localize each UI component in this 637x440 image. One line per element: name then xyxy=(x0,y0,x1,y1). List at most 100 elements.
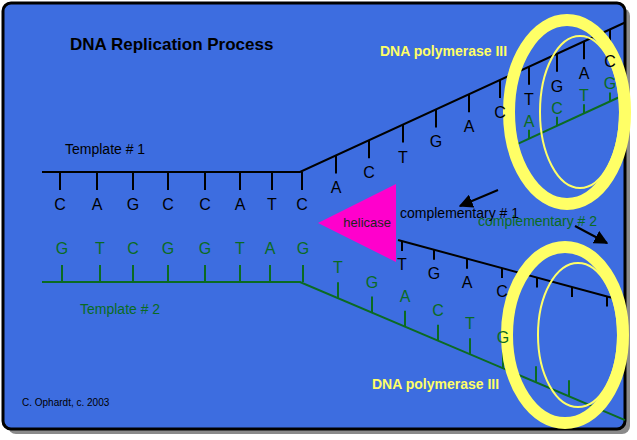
base-tick xyxy=(528,67,530,85)
base-tick xyxy=(535,366,537,382)
base-letter: C xyxy=(296,196,308,214)
base-letter: G xyxy=(430,134,442,152)
base-letter: C xyxy=(432,302,444,320)
base-letter: G xyxy=(56,240,68,258)
base-tick xyxy=(556,117,558,126)
strand-backbone xyxy=(42,282,625,420)
strand-label: complementary # 1 xyxy=(400,206,519,221)
base-letter: T xyxy=(267,196,277,214)
node-text: helicase xyxy=(343,216,391,230)
base-letter: T xyxy=(333,259,343,277)
base-letter: C xyxy=(496,283,508,301)
base-tick xyxy=(99,265,101,282)
base-letter: G xyxy=(297,240,309,258)
base-tick xyxy=(132,265,134,282)
strand-label: Template # 1 xyxy=(65,142,145,157)
base-letter: C xyxy=(127,240,139,258)
base-tick xyxy=(583,41,585,59)
base-tick xyxy=(204,265,206,282)
base-tick xyxy=(167,172,169,190)
base-tick xyxy=(96,172,98,190)
background-panel xyxy=(3,3,625,429)
base-letter: G xyxy=(199,240,211,258)
base-tick xyxy=(335,155,337,173)
base-tick xyxy=(371,297,373,313)
base-letter: G xyxy=(551,78,563,96)
base-tick xyxy=(269,265,271,282)
base-tick xyxy=(61,265,63,282)
base-tick xyxy=(433,250,435,260)
base-letter: G xyxy=(604,76,616,94)
base-letter: C xyxy=(363,164,375,182)
base-tick xyxy=(337,282,339,298)
credit-note: C. Ophardt, c. 2003 xyxy=(22,397,109,408)
base-tick xyxy=(59,172,61,190)
diagram-title: DNA Replication Process xyxy=(70,36,273,55)
base-tick xyxy=(204,172,206,190)
triangle-outline xyxy=(318,184,396,262)
base-letter: A xyxy=(92,196,103,214)
base-tick xyxy=(239,265,241,282)
base-tick xyxy=(404,311,406,327)
enzyme-label: DNA polymerase III xyxy=(372,377,499,392)
base-tick xyxy=(583,104,585,113)
base-letter: T xyxy=(398,149,408,167)
base-tick xyxy=(609,92,611,101)
base-letter: T xyxy=(95,240,105,258)
base-letter: T xyxy=(465,315,475,333)
base-letter: C xyxy=(604,54,616,72)
base-tick xyxy=(132,172,134,190)
base-tick xyxy=(468,94,470,112)
base-letter: A xyxy=(462,274,473,292)
base-tick xyxy=(239,172,241,190)
base-letter: A xyxy=(265,240,276,258)
base-letter: C xyxy=(494,104,506,122)
base-tick xyxy=(402,125,404,143)
strand-backbone xyxy=(42,23,625,173)
base-letter: T xyxy=(524,91,534,109)
helicase-triangle: helicase xyxy=(318,184,396,262)
base-tick xyxy=(466,259,468,269)
base-tick xyxy=(556,54,558,72)
base-letter: C xyxy=(199,196,211,214)
base-letter: G xyxy=(162,240,174,258)
base-tick xyxy=(368,140,370,158)
base-letter: T xyxy=(235,240,245,258)
base-tick xyxy=(301,172,303,190)
base-letter: G xyxy=(127,196,139,214)
polymerase-ring xyxy=(507,247,623,423)
base-letter: A xyxy=(524,113,535,131)
base-letter: A xyxy=(331,180,342,198)
base-tick xyxy=(571,287,573,297)
base-tick xyxy=(499,80,501,98)
base-tick xyxy=(302,265,304,282)
base-tick xyxy=(167,265,169,282)
base-letter: G xyxy=(366,274,378,292)
base-tick xyxy=(501,268,503,278)
base-tick xyxy=(435,109,437,127)
direction-arrow xyxy=(460,190,498,206)
base-letter: A xyxy=(579,66,590,84)
base-letter: A xyxy=(464,118,475,136)
base-tick xyxy=(469,338,471,354)
base-tick xyxy=(401,241,403,251)
enzyme-label: DNA polymerase III xyxy=(380,44,507,59)
polymerase-ring-inner xyxy=(538,263,618,407)
base-letter: G xyxy=(497,329,509,347)
polymerase-ring xyxy=(509,20,625,204)
base-letter: G xyxy=(428,265,440,283)
base-letter: A xyxy=(400,288,411,306)
base-letter: C xyxy=(551,100,563,118)
dna-strands xyxy=(42,23,625,421)
base-letter: T xyxy=(579,88,589,106)
base-letter: A xyxy=(235,196,246,214)
polymerase-ring-inner xyxy=(540,36,620,188)
base-tick xyxy=(568,380,570,396)
base-letter: T xyxy=(397,256,407,274)
base-letter: C xyxy=(54,196,66,214)
base-tick xyxy=(606,296,608,306)
base-letter: C xyxy=(162,196,174,214)
base-tick xyxy=(437,325,439,341)
strand-label: Template # 2 xyxy=(80,302,160,317)
